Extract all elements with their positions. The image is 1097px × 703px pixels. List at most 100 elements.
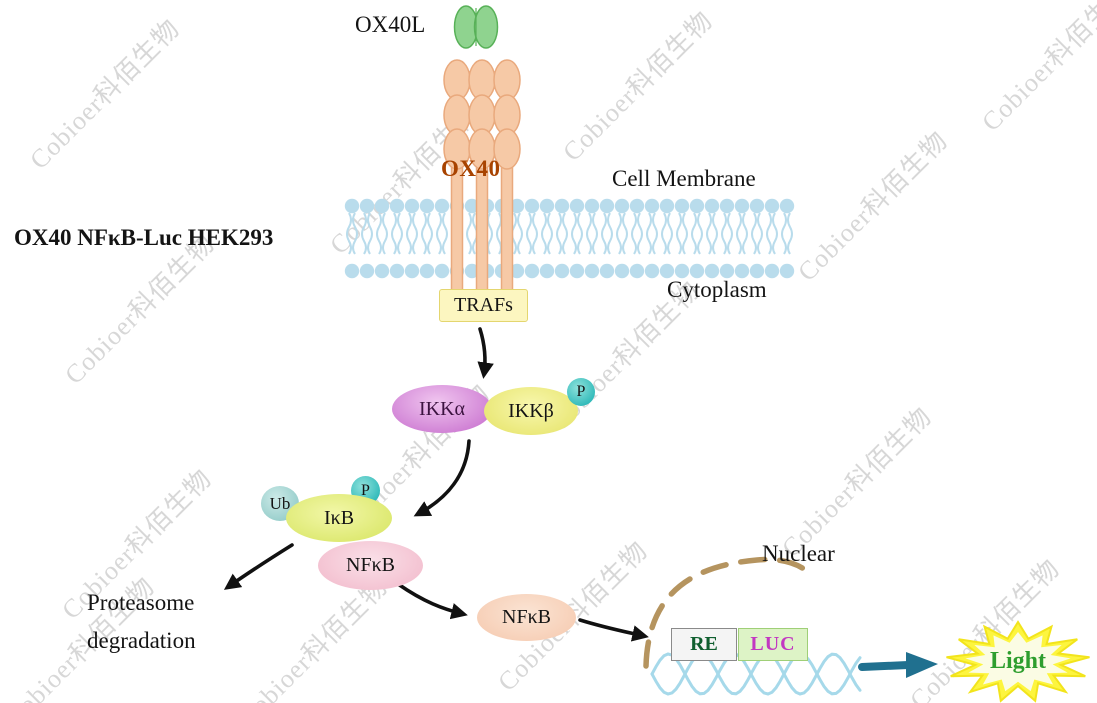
lipid-head: [404, 198, 420, 214]
ikk-alpha-oval: IKKα: [392, 385, 492, 433]
lipid-tail: [682, 212, 688, 255]
lipid-head: [734, 263, 750, 279]
phospho-ikb-label: P: [361, 481, 370, 499]
lipid-tail: [667, 212, 673, 255]
lipid-head: [764, 198, 780, 214]
lipid-tail: [406, 212, 412, 255]
lipid-head: [554, 198, 570, 214]
lipid-head: [689, 263, 705, 279]
signal-arrow: [413, 439, 471, 517]
cell-membrane-label: Cell Membrane: [612, 166, 756, 191]
lipid-head: [629, 198, 645, 214]
signal-arrow: [396, 582, 468, 620]
lipid-head: [659, 198, 675, 214]
lipid-tail: [532, 212, 538, 255]
lipid-head: [659, 263, 675, 279]
lipid-head: [614, 263, 630, 279]
lipid-head: [539, 263, 555, 279]
lipid-tail: [427, 212, 433, 255]
lipid-head: [374, 263, 390, 279]
nuclear-envelope-dashed: [643, 556, 807, 669]
lipid-head: [644, 198, 660, 214]
lipid-head: [719, 198, 735, 214]
lipid-head: [584, 198, 600, 214]
signal-arrows: [223, 327, 649, 642]
trafs-label: TRAFs: [454, 294, 513, 316]
nfkb-complex-label: NFκB: [346, 554, 395, 576]
lipid-tail: [781, 212, 787, 255]
ikk-alpha-label: IKKα: [418, 397, 466, 420]
ikb-label: IκB: [323, 506, 355, 529]
phospho-ikk-badge: P: [567, 378, 595, 406]
lipid-tail: [607, 212, 613, 255]
lipid-head: [674, 198, 690, 214]
cytoplasm-label: Cytoplasm: [667, 277, 767, 302]
lipid-head: [584, 263, 600, 279]
lipid-head: [344, 198, 360, 214]
light-starburst: [946, 620, 1090, 703]
lipid-tail: [391, 212, 397, 255]
lipid-head: [509, 198, 525, 214]
lipid-head: [614, 198, 630, 214]
ox40-receptor: [443, 59, 521, 299]
lipid-tail: [577, 212, 583, 255]
signal-arrow: [477, 327, 494, 379]
lipid-head: [524, 263, 540, 279]
ikk-beta-label: IKKβ: [508, 399, 554, 422]
nfkb-complex-oval: NFκB: [318, 541, 423, 590]
lipid-tail: [742, 212, 748, 255]
lipid-head: [539, 198, 555, 214]
ox40-label: OX40: [441, 156, 501, 181]
lipid-head: [389, 263, 405, 279]
lipid-tail: [766, 212, 772, 255]
cell-line-label: OX40 NFκB-Luc HEK293: [14, 225, 274, 250]
ox40l-label: OX40L: [355, 12, 426, 37]
lipid-head: [749, 263, 765, 279]
proteasome-label-line1: Proteasome: [87, 590, 195, 615]
light-arrow-head: [906, 652, 938, 678]
cell-membrane-lipid-bilayer: [344, 198, 795, 279]
dna-helix: [650, 652, 862, 696]
lipid-tail: [526, 212, 532, 255]
lipid-tail: [727, 212, 733, 255]
proteasome-label-line2: degradation: [87, 628, 196, 653]
light-output-arrow: [858, 652, 938, 678]
lipid-tail: [541, 212, 547, 255]
lipid-tail: [616, 212, 622, 255]
dna-strand: [650, 652, 862, 696]
lipid-tail: [352, 212, 358, 255]
lipid-tail: [361, 212, 367, 255]
lipid-tail: [706, 212, 712, 255]
lipid-head: [359, 263, 375, 279]
lipid-tail: [571, 212, 577, 255]
luciferase-box: LUC: [738, 628, 808, 661]
lipid-head: [779, 198, 795, 214]
lipid-head: [509, 263, 525, 279]
nuclear-envelope-arc: [643, 556, 807, 669]
nuclear-label: Nuclear: [762, 541, 835, 566]
lipid-head: [749, 198, 765, 214]
lipid-head: [434, 198, 450, 214]
lipid-tail: [421, 212, 427, 255]
ox40l-ligand-icon: [453, 5, 499, 49]
lipid-tail: [496, 212, 502, 255]
lipid-tail: [772, 212, 778, 255]
receptor-domain: [493, 59, 521, 101]
lipid-tail: [691, 212, 697, 255]
lipid-tail: [712, 212, 718, 255]
lipid-tail: [751, 212, 757, 255]
lipid-head: [569, 198, 585, 214]
lipid-tail: [367, 212, 373, 255]
lipid-tail: [382, 212, 388, 255]
lipid-tail: [721, 212, 727, 255]
lipid-tail: [556, 212, 562, 255]
lipid-head: [779, 263, 795, 279]
lipid-tail: [676, 212, 682, 255]
trafs-box: TRAFs: [439, 289, 528, 322]
receptor-domain: [443, 59, 471, 101]
lipid-tail: [586, 212, 592, 255]
signal-arrow: [223, 543, 294, 590]
lipid-head: [719, 263, 735, 279]
